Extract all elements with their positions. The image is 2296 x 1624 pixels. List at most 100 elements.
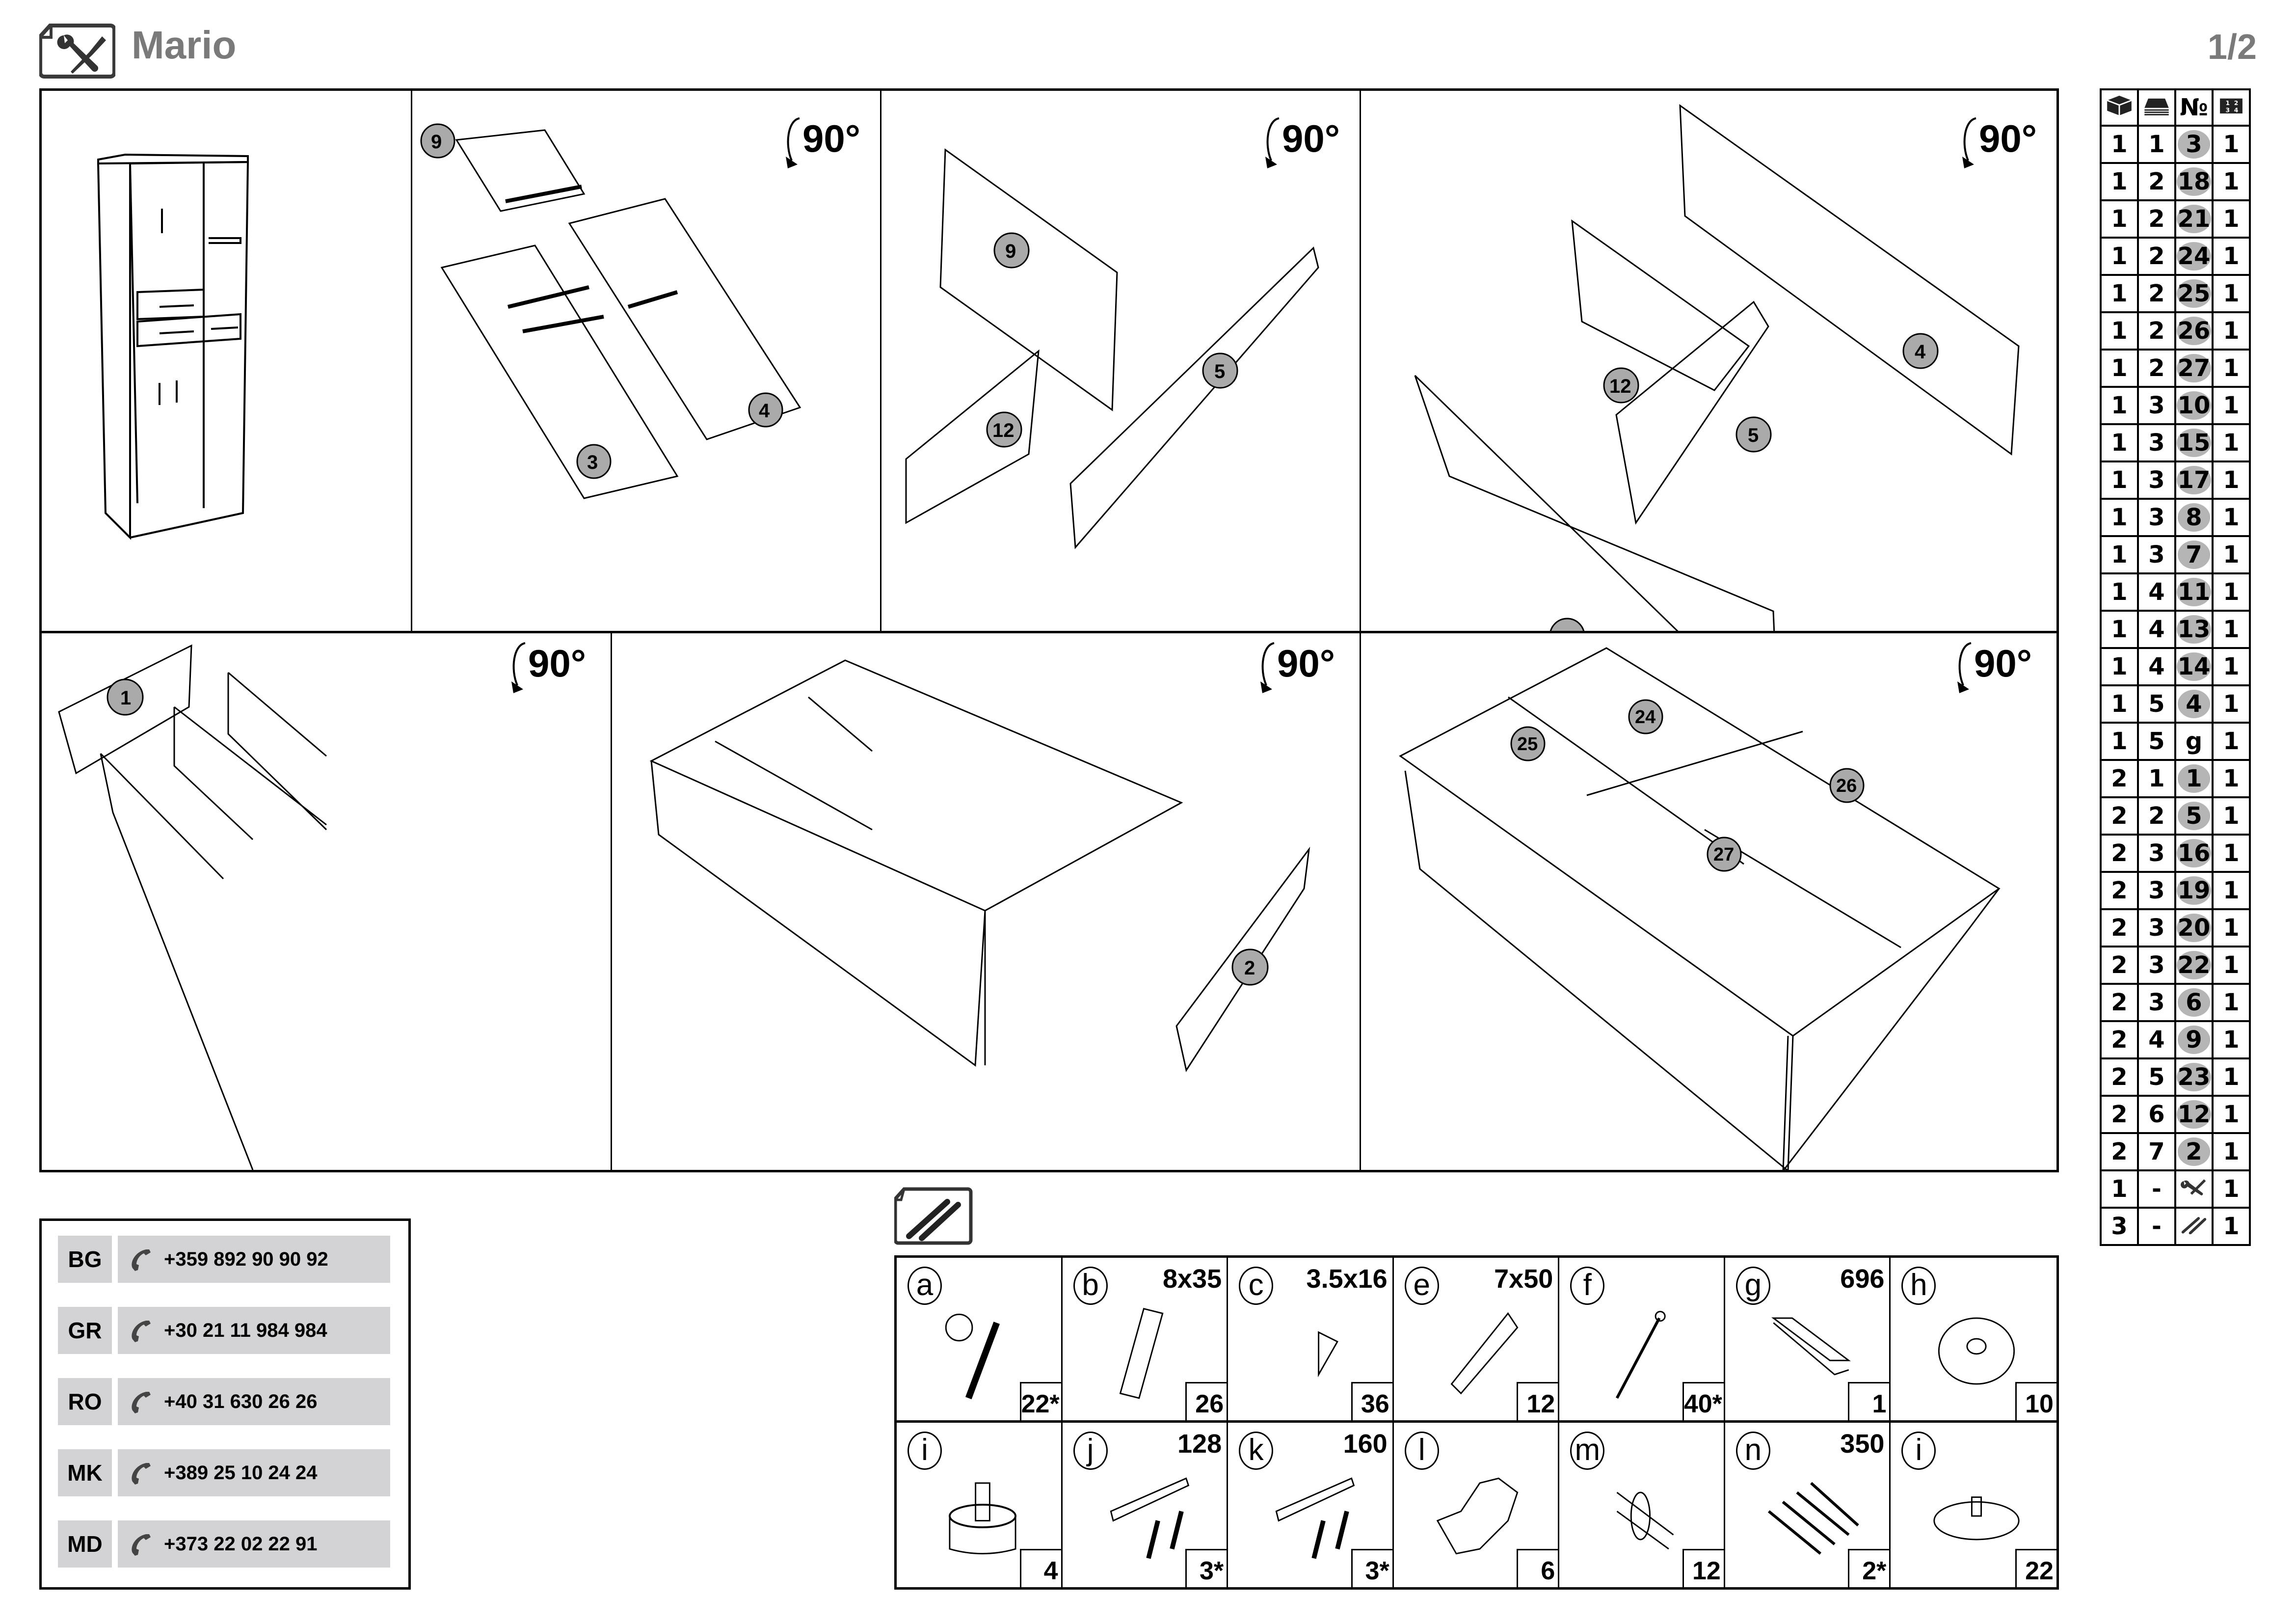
rotate-arrow-icon (1265, 117, 1280, 168)
phone-number-field[interactable]: +359 892 90 90 92 (118, 1236, 390, 1283)
box-number: 1 (2100, 199, 2139, 239)
part-badge: 12 (1609, 376, 1631, 397)
step-7-drawing (1399, 647, 2001, 1170)
layer-number: 7 (2137, 1132, 2176, 1171)
country-code: GR (58, 1307, 112, 1354)
part-badge: 9 (1005, 241, 1016, 262)
phone-number-field[interactable]: +30 21 11 984 984 (118, 1307, 390, 1354)
quantity: 1 (2212, 535, 2251, 574)
document-title: Mario (132, 23, 237, 67)
part-number-cell: 17 (2174, 460, 2214, 500)
country-code: MK (58, 1449, 112, 1496)
country-code: BG (58, 1236, 112, 1283)
part-number-badge: 10 (2176, 391, 2212, 420)
part-badge: 3 (587, 452, 598, 473)
rotate-90-label: 90° (511, 642, 586, 693)
part-number-cell: 6 (2174, 983, 2214, 1022)
part-number-badge: 13 (2176, 615, 2212, 644)
part-number-badge: 8 (2178, 503, 2210, 532)
part-number-cell: 26 (2174, 311, 2214, 351)
box-number: 1 (2100, 535, 2139, 574)
phone-number[interactable]: +389 25 10 24 24 (164, 1462, 318, 1484)
box-number: 1 (2100, 722, 2139, 761)
layer-number: 5 (2137, 1057, 2176, 1097)
part-number-cell: 16 (2174, 834, 2214, 873)
layer-number: 3 (2137, 983, 2176, 1022)
part-number-badge: 4 (2178, 690, 2210, 718)
hardware-quantity: 4 (1019, 1549, 1061, 1587)
hardware-size: 7x50 (1494, 1264, 1553, 1294)
layer-number: 2 (2137, 274, 2176, 313)
small-screw-icon (1318, 1331, 1339, 1378)
hardware-label: b (1073, 1267, 1108, 1305)
quantity: 1 (2212, 237, 2251, 276)
svg-text:3: 3 (2226, 106, 2230, 113)
handle-icon (1275, 1477, 1355, 1559)
part-badge: 12 (992, 420, 1015, 441)
hardware-label: n (1735, 1431, 1770, 1470)
hardware-label: c (1239, 1267, 1274, 1305)
part-badge: 5 (1214, 361, 1226, 382)
layer-number: 3 (2137, 423, 2176, 462)
part-badge: 1 (120, 687, 132, 709)
layer-number: - (2137, 1169, 2176, 1209)
rotate-arrow-icon (786, 117, 800, 168)
layer-number: 6 (2137, 1095, 2176, 1134)
phone-icon (132, 1321, 151, 1342)
part-badge: 2 (1244, 957, 1255, 979)
part-number-badge: 14 (2176, 652, 2212, 681)
hardware-size: 160 (1343, 1429, 1388, 1459)
part-badge: 27 (1713, 844, 1735, 865)
phone-number-field[interactable]: +389 25 10 24 24 (118, 1449, 390, 1496)
part-badge: 4 (1915, 341, 1926, 363)
quantity: 1 (2212, 647, 2251, 686)
quantity: 1 (2212, 1095, 2251, 1134)
layer-number: 3 (2137, 834, 2176, 873)
step-4-panel: 4 12 5 90° (1361, 91, 2056, 631)
step-3-panel: 9 12 5 90° (881, 91, 1360, 631)
part-number-badge: 26 (2176, 317, 2212, 345)
glide-foot-icon (1933, 1496, 2020, 1540)
part-number-cell: 24 (2174, 237, 2214, 276)
part-number-cell: 25 (2174, 274, 2214, 313)
layer-number: 3 (2137, 871, 2176, 910)
phone-number[interactable]: +30 21 11 984 984 (164, 1319, 327, 1341)
layer-number: 5 (2137, 722, 2176, 761)
part-badge: 24 (1635, 707, 1656, 728)
phone-number[interactable]: +359 892 90 90 92 (164, 1248, 328, 1270)
box-number: 2 (2100, 1020, 2139, 1059)
quantity: 1 (2212, 423, 2251, 462)
box-number: 3 (2100, 1207, 2139, 1246)
box-number: 1 (2100, 460, 2139, 500)
phone-number[interactable]: +40 31 630 26 26 (164, 1390, 318, 1412)
phone-number-field[interactable]: +373 22 02 22 91 (118, 1520, 390, 1568)
part-number-cell: 21 (2174, 199, 2214, 239)
hardware-label: i (1901, 1431, 1936, 1470)
quantity: 1 (2212, 983, 2251, 1022)
part-number-cell: 22 (2174, 946, 2214, 985)
phone-number-field[interactable]: +40 31 630 26 26 (118, 1378, 390, 1425)
part-icon-cell (2174, 1207, 2214, 1246)
rotate-arrow-icon (511, 642, 526, 693)
box-number: 1 (2100, 610, 2139, 649)
part-number-badge: 2 (2178, 1137, 2210, 1166)
part-number-badge: 18 (2176, 167, 2212, 196)
layer-number: 2 (2137, 199, 2176, 239)
box-number: 1 (2100, 423, 2139, 462)
part-number-badge: 20 (2176, 914, 2212, 942)
quantity: 1 (2212, 1132, 2251, 1171)
part-number-badge: 27 (2176, 354, 2212, 382)
phone-number[interactable]: +373 22 02 22 91 (164, 1533, 318, 1555)
